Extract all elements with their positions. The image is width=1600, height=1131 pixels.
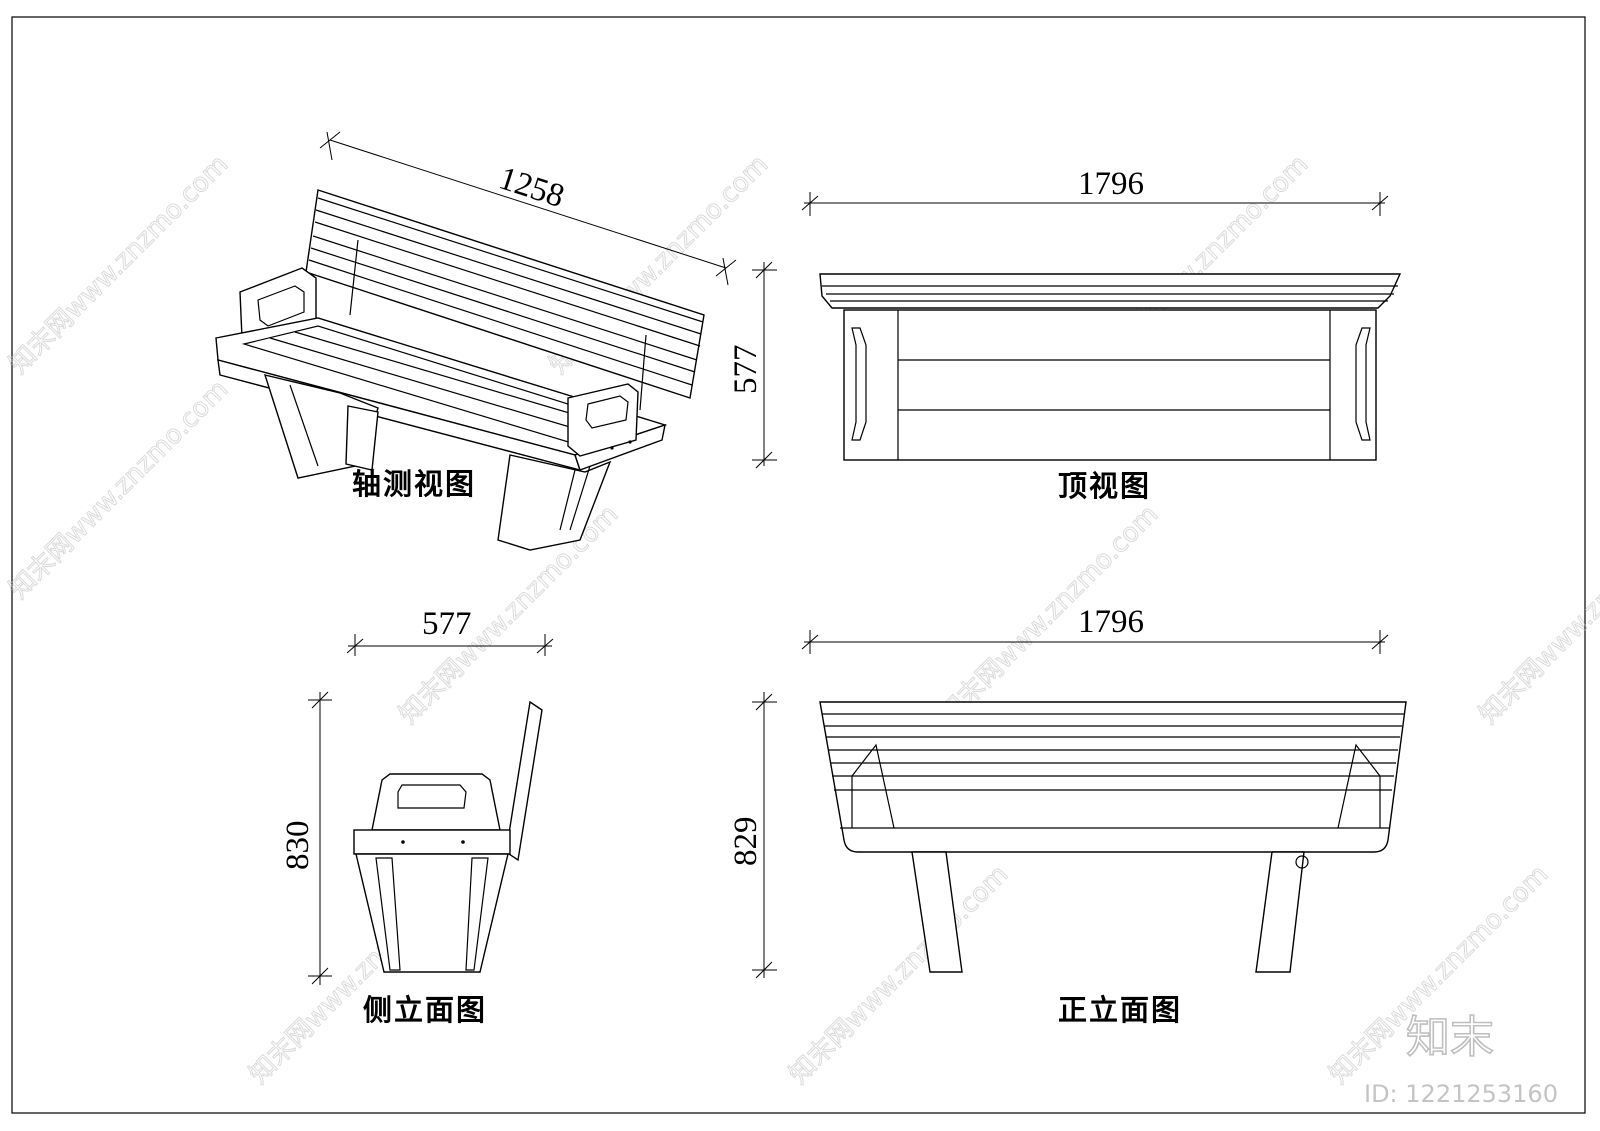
- top-label: 顶视图: [1058, 469, 1151, 503]
- watermark-text: 知末网www.znzmo.com: [4, 149, 235, 380]
- side-view: 577 830 侧立面图: [280, 606, 554, 1027]
- watermark-id: ID: 1221253160: [1364, 1080, 1558, 1108]
- watermark-text: 知末网www.znzmo.com: [1474, 499, 1600, 730]
- axonometric-dimension: 1258: [495, 160, 569, 215]
- axonometric-label: 轴测视图: [352, 467, 476, 501]
- top-view: 1796 577 顶视图: [728, 166, 1402, 503]
- top-dimension-depth: 577: [728, 345, 764, 395]
- sheet-border: [11, 16, 1586, 1114]
- front-view: 1796 829 正立面图: [728, 604, 1407, 1027]
- watermark-logo: 知末: [1406, 1012, 1494, 1063]
- watermark-text: 知末网www.znzmo.com: [4, 374, 235, 605]
- front-dimension-width: 1796: [1078, 604, 1144, 640]
- top-dimension-width: 1796: [1078, 166, 1144, 202]
- front-label: 正立面图: [1058, 993, 1182, 1027]
- axonometric-view: 1258 轴测视图: [215, 131, 737, 551]
- watermark-text: 知末网www.znzmo.com: [784, 859, 1015, 1090]
- front-dimension-height: 829: [728, 817, 764, 867]
- side-label: 侧立面图: [363, 993, 487, 1027]
- side-dimension-width: 577: [422, 606, 472, 642]
- side-dimension-height: 830: [280, 821, 316, 871]
